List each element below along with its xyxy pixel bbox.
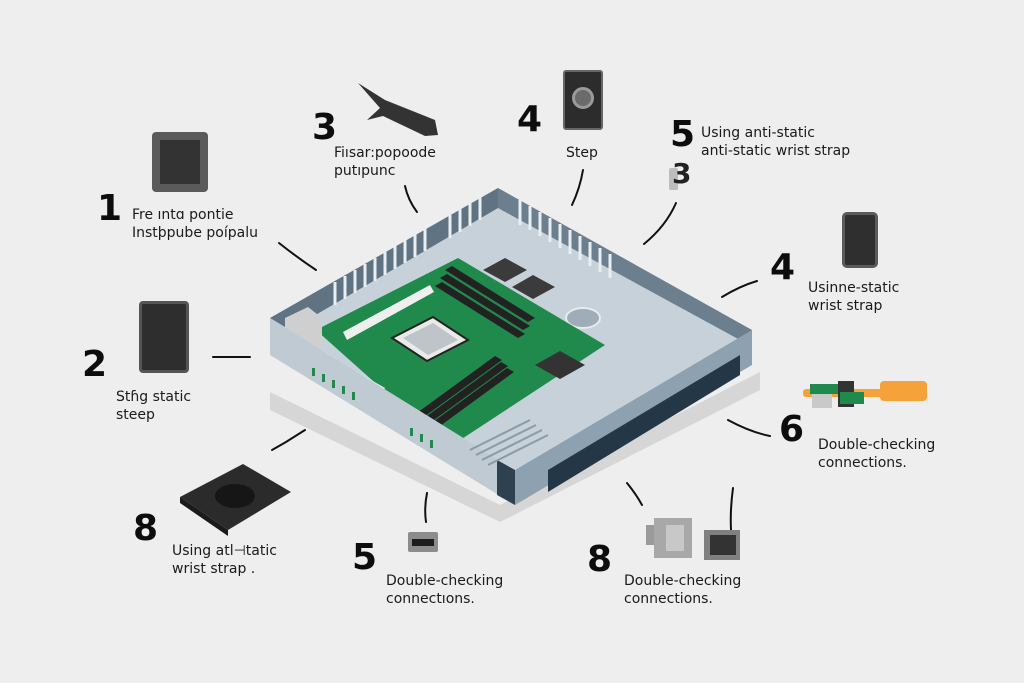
usb-port-icon: [408, 532, 438, 552]
callout-3-number: 3: [312, 107, 338, 148]
motherboard-chip-icon: [152, 132, 208, 192]
callout-2-number: 2: [82, 344, 108, 385]
callout-5a-number: 5: [670, 114, 696, 155]
tool-blade-icon: [358, 83, 438, 136]
callout-5a-subnumber: 3: [672, 157, 692, 190]
callout-4b-number: 4: [770, 247, 796, 288]
callout-8b-number: 8: [587, 539, 613, 580]
screwdriver-connector-icon: [803, 381, 927, 408]
connector-module-icon: [646, 518, 740, 560]
motherboard: [316, 258, 605, 448]
antistatic-mat-icon: [180, 464, 291, 536]
phone-icon: [842, 212, 878, 268]
callout-5b-number: 5: [352, 537, 378, 578]
power-button-icon: [563, 70, 603, 130]
tablet-icon: [139, 301, 189, 373]
callout-4a-label: Step: [566, 145, 598, 161]
clip-icon: [669, 168, 678, 190]
callout-1-number: 1: [97, 188, 123, 229]
callout-4a-number: 4: [517, 99, 543, 140]
callout-8a-number: 8: [133, 508, 159, 549]
callout-6-number: 6: [779, 409, 805, 450]
